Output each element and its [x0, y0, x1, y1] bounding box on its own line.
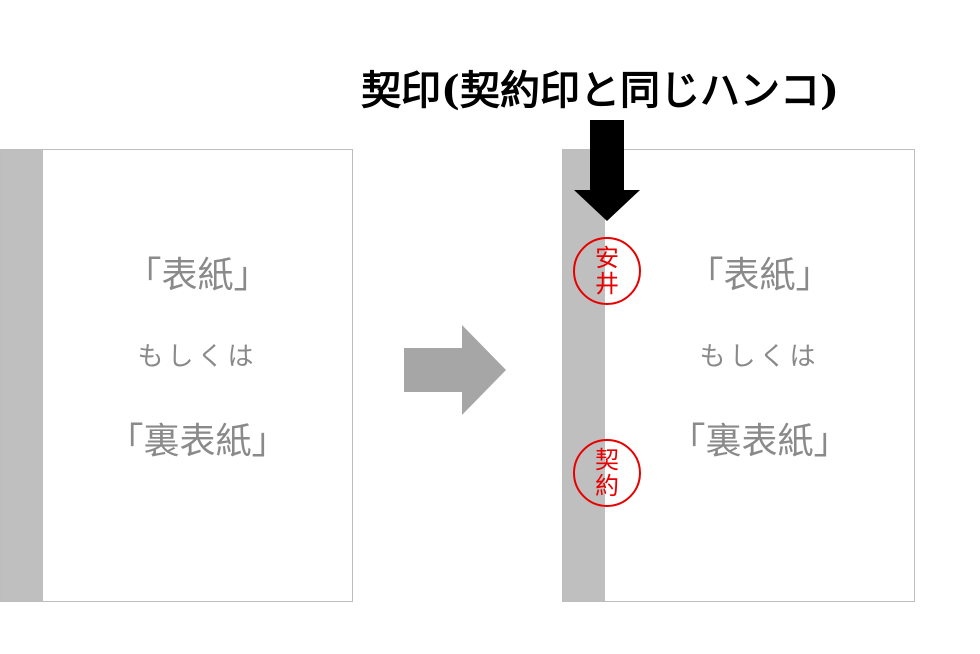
contract-seal-stamp: 契 約 — [573, 439, 641, 507]
binding-strip — [563, 150, 605, 601]
document-after: 「表紙」 もしくは 「裏表紙」 — [562, 149, 915, 602]
cover-label: 「表紙」 — [687, 255, 832, 296]
back-cover-label: 「裏表紙」 — [107, 421, 288, 462]
document-before: 「表紙」 もしくは 「裏表紙」 — [0, 149, 353, 602]
name-seal-stamp: 安 井 — [573, 237, 641, 305]
diagram-title: 契印(契約印と同じハンコ) — [361, 67, 839, 114]
stamp-char: 安 — [595, 244, 619, 272]
or-label: もしくは — [699, 342, 820, 372]
transform-arrow-icon — [404, 325, 506, 415]
binding-strip — [1, 150, 43, 601]
or-label: もしくは — [137, 342, 258, 372]
stamp-char: 井 — [595, 270, 619, 298]
down-arrow-icon — [574, 120, 640, 221]
back-cover-label: 「裏表紙」 — [669, 421, 850, 462]
cover-label: 「表紙」 — [125, 255, 270, 296]
stamp-char: 契 — [595, 446, 619, 474]
stamp-char: 約 — [595, 472, 619, 500]
